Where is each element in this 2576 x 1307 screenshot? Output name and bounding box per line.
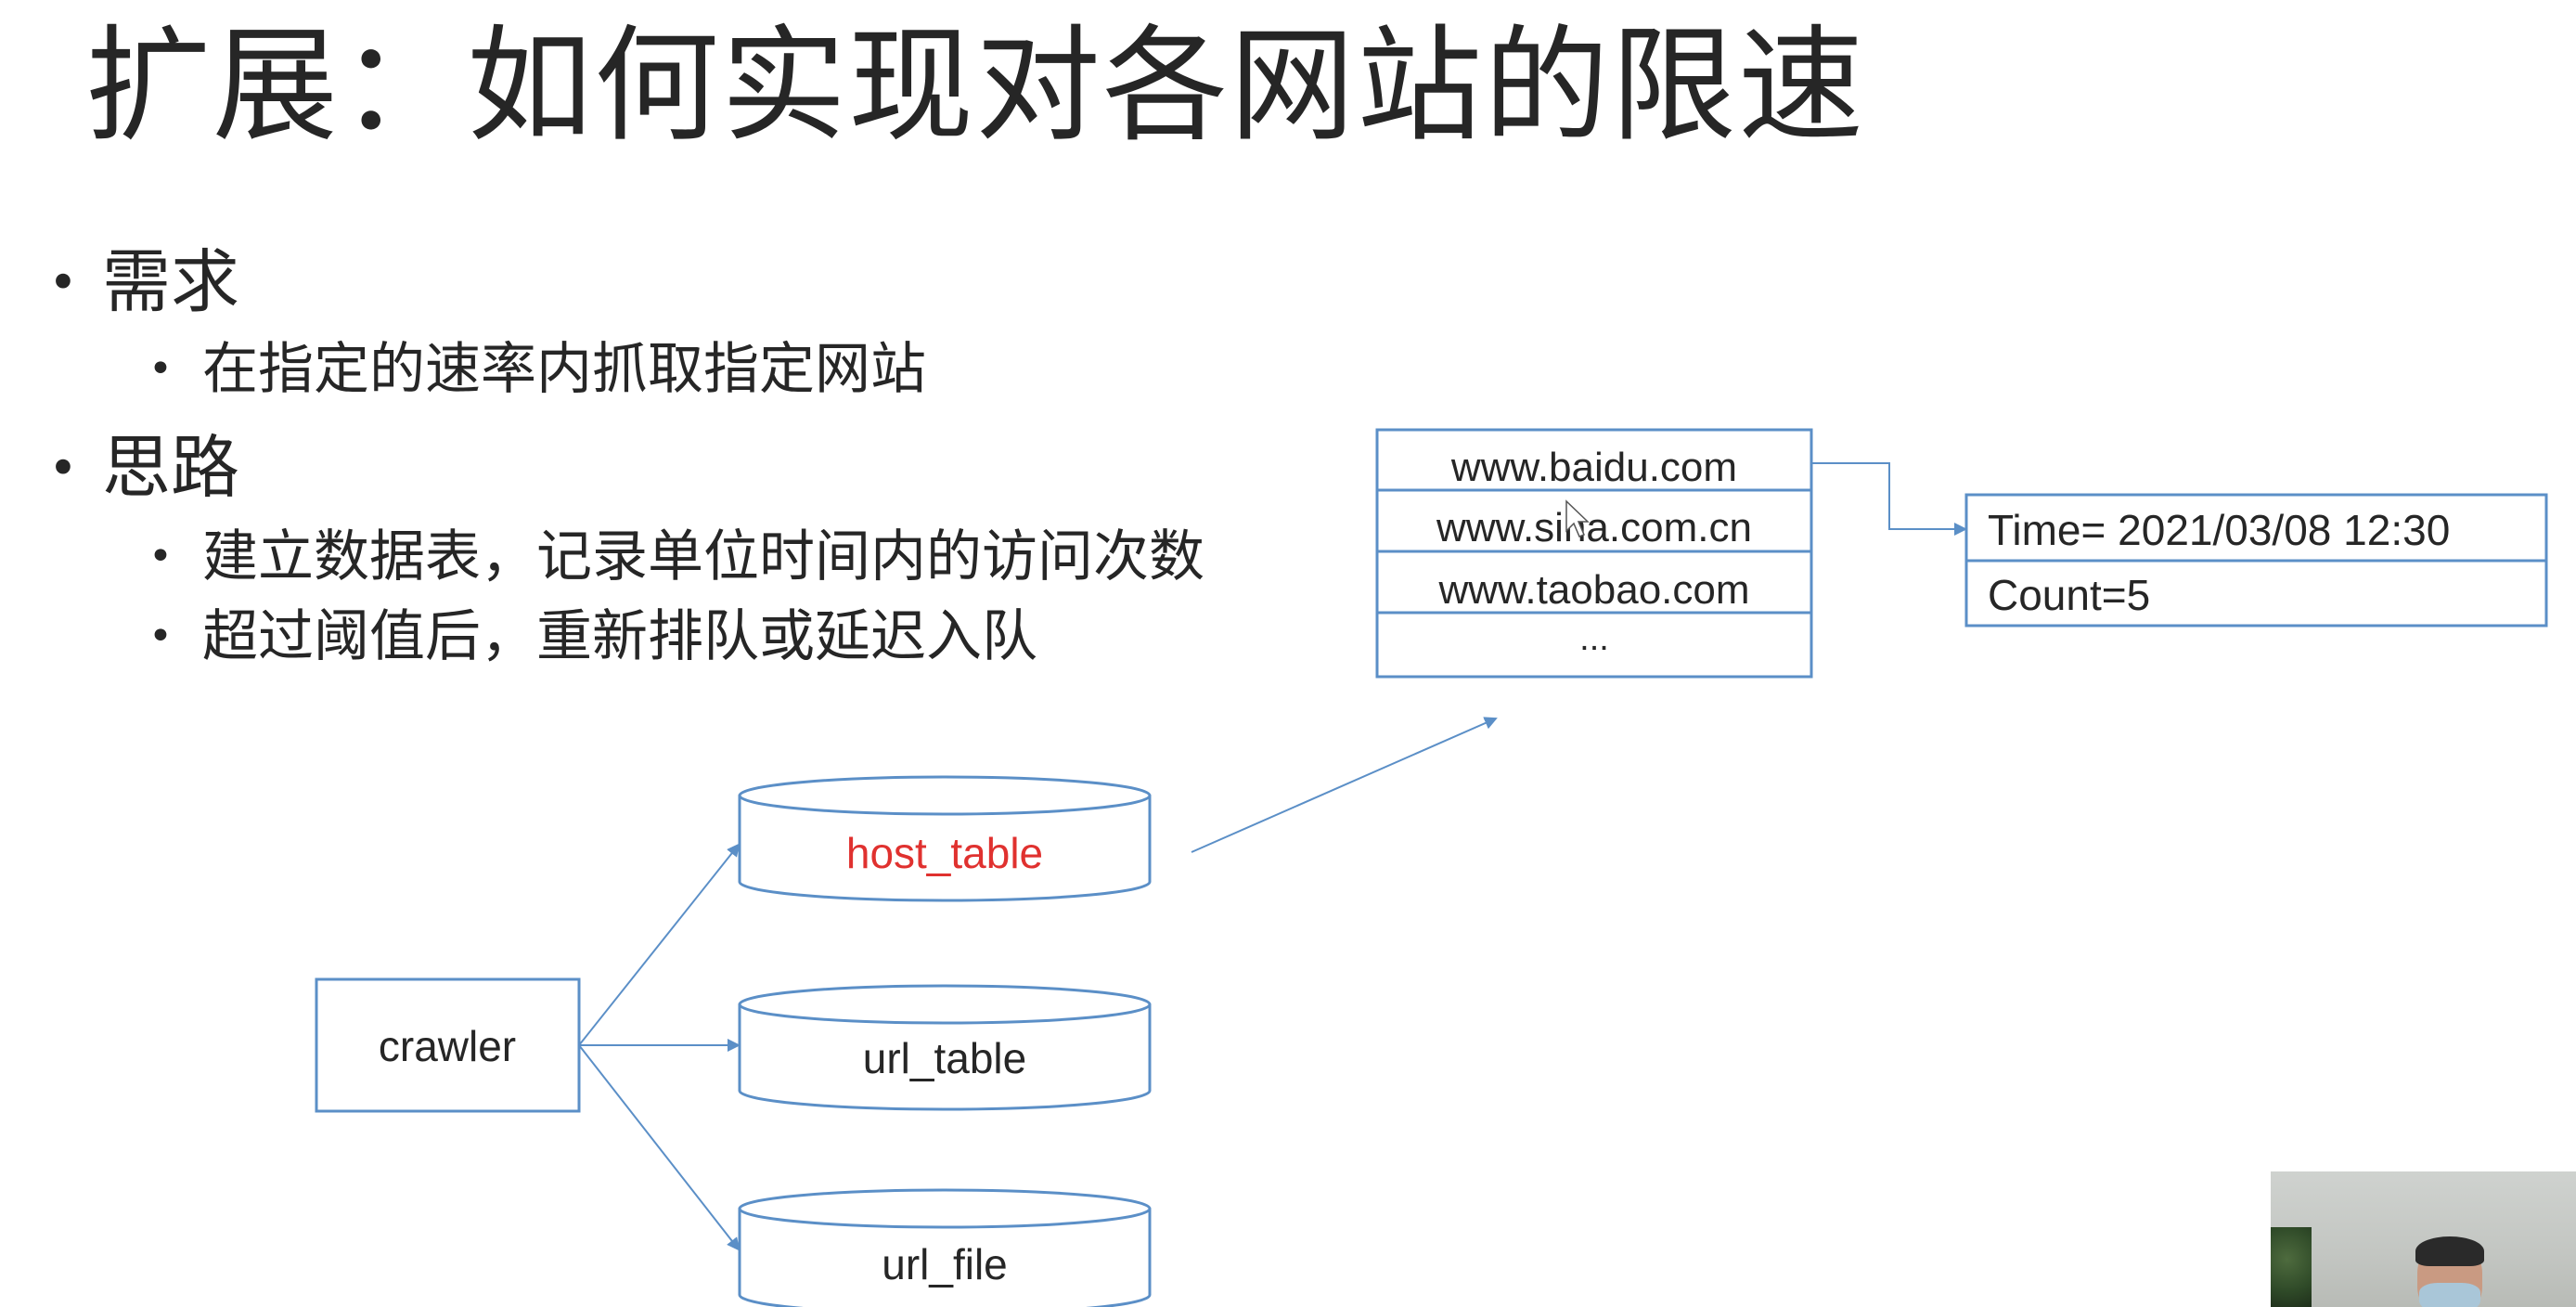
- bullet-approach: • 思路: [48, 423, 239, 513]
- presenter-mask-shape: [2419, 1283, 2480, 1307]
- bullet-approach-table: • 建立数据表，记录单位时间内的访问次数: [148, 520, 1204, 594]
- slide-title: 扩展：如何实现对各网站的限速: [85, 13, 1865, 159]
- presenter-hair-shape: [2415, 1236, 2484, 1266]
- bullet-text: 在指定的速率内抓取指定网站: [202, 337, 926, 402]
- plant-shape: [2271, 1227, 2312, 1307]
- host-row: www.sina.com.cn: [1436, 505, 1752, 550]
- bullet-requirement: • 需求: [48, 238, 239, 328]
- db-url-table-label: url_table: [863, 1034, 1026, 1082]
- db-url-table: url_table: [738, 984, 1152, 1111]
- bullet-dot: •: [148, 533, 173, 580]
- bullet-text: 需求: [102, 242, 239, 322]
- mouse-cursor-icon: [1565, 499, 1590, 537]
- rate-record-table: Time= 2021/03/08 12:30 Count=5: [1964, 493, 2548, 628]
- host-row: ...: [1579, 619, 1609, 658]
- bullet-text: 思路: [102, 428, 239, 508]
- arrow-host-table-host-list: [1191, 717, 1498, 853]
- crawler-node: crawler: [315, 977, 581, 1113]
- record-time: Time= 2021/03/08 12:30: [1988, 506, 2450, 554]
- db-host-table: host_table: [738, 775, 1152, 902]
- host-row: www.baidu.com: [1450, 445, 1737, 490]
- bullet-dot: •: [48, 253, 78, 312]
- db-host-table-label: host_table: [846, 829, 1043, 877]
- bullet-dot: •: [148, 613, 173, 660]
- bullet-text: 超过阈值后，重新排队或延迟入队: [202, 604, 1037, 669]
- connector-host-record: [1811, 462, 1967, 536]
- host-row: www.taobao.com: [1437, 567, 1749, 613]
- bullet-requirement-detail: • 在指定的速率内抓取指定网站: [148, 332, 926, 407]
- db-url-file: url_file: [738, 1188, 1152, 1307]
- bullet-dot: •: [48, 439, 78, 498]
- bullet-text: 建立数据表，记录单位时间内的访问次数: [202, 524, 1204, 589]
- record-count: Count=5: [1988, 571, 2150, 619]
- bullet-approach-requeue: • 超过阈值后，重新排队或延迟入队: [148, 600, 1037, 674]
- crawler-label: crawler: [379, 1022, 516, 1070]
- arrow-crawler-host-table: [578, 843, 741, 1046]
- arrow-crawler-url-file: [578, 1044, 741, 1251]
- host-list-table: www.baidu.com www.sina.com.cn www.taobao…: [1375, 428, 1813, 679]
- db-url-file-label: url_file: [882, 1240, 1008, 1288]
- presenter-webcam: [2271, 1171, 2576, 1307]
- bullet-dot: •: [148, 345, 173, 393]
